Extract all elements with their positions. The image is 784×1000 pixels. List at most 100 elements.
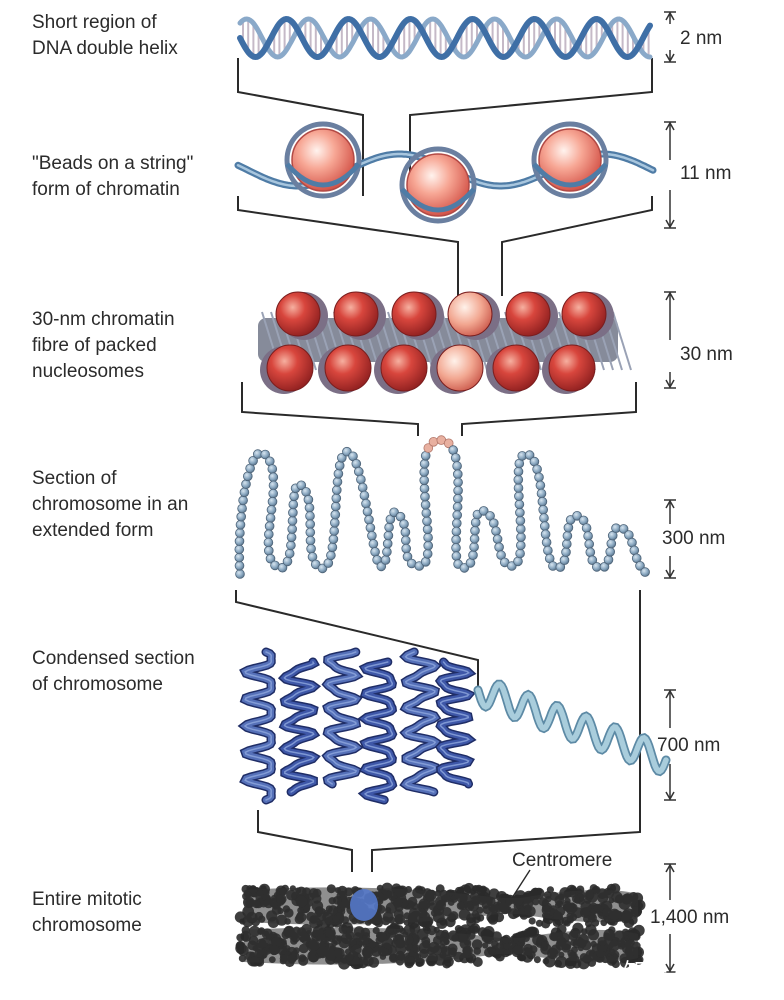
fibre-bead [331, 510, 340, 519]
fibre-bead [383, 539, 392, 548]
fibre-bead [268, 465, 277, 474]
fibre-bead [471, 518, 480, 527]
dna-double-helix [240, 19, 650, 57]
fibre-bead [562, 548, 571, 557]
chromatin-granule [470, 923, 481, 934]
fibre-bead [452, 535, 461, 544]
nucleosome-bead [292, 129, 354, 191]
fibre-bead [453, 470, 462, 479]
fibre-bead [362, 499, 371, 508]
fibre-bead [243, 472, 252, 481]
fibre-bead [333, 478, 342, 487]
fibre-bead [533, 465, 542, 474]
packed-nucleosome [392, 292, 436, 336]
fibre-bead [563, 532, 572, 541]
fibre-bead [544, 546, 553, 555]
fibre-bead [453, 503, 462, 512]
fibre-bead [264, 530, 273, 539]
chromatid-body [244, 887, 638, 924]
fibre-bead [242, 480, 251, 489]
packed-nucleosome [267, 345, 313, 391]
fibre-bead [453, 511, 462, 520]
highlighted-fibre-bead [429, 437, 438, 446]
extended-chromosome-loops [235, 436, 650, 579]
fibre-bead [306, 512, 315, 521]
fibre-bead [452, 544, 461, 553]
fibre-bead [607, 539, 616, 548]
fibre-bead [422, 509, 431, 518]
bracket-dna [238, 58, 652, 70]
packed-nucleosome [549, 345, 595, 391]
fibre-bead [332, 494, 341, 503]
fibre-bead [452, 552, 461, 561]
fibre-bead [287, 533, 296, 542]
watermark-text: 知乎 @小辣鸡 [624, 954, 762, 986]
fibre-bead [306, 528, 315, 537]
fibre-bead [354, 467, 363, 476]
fibre-bead [290, 492, 299, 501]
fibre-bead [304, 495, 313, 504]
chromatin-granule [442, 959, 451, 968]
fibre-bead [539, 505, 548, 514]
fibre-bead [423, 517, 432, 526]
fibre-bead [235, 561, 244, 570]
fibre-bead [237, 512, 246, 521]
fibre-bead [641, 568, 650, 577]
fibre-bead [330, 527, 339, 536]
fibre-bead [239, 496, 248, 505]
fibre-bead [330, 518, 339, 527]
nucleosome-beads-string [238, 124, 653, 221]
chromatid-body [244, 927, 638, 964]
fibre-bead [402, 544, 411, 553]
fibre-bead [560, 556, 569, 565]
fibre-bead [424, 533, 433, 542]
chromatin-granule [529, 917, 536, 924]
fibre-bead [236, 570, 245, 579]
fibre-bead [454, 478, 463, 487]
fibre-bead [471, 526, 480, 535]
fibre-bead [604, 555, 613, 564]
fibre-bead [454, 486, 463, 495]
fibre-bead [423, 525, 432, 534]
fibre-bead [288, 517, 297, 526]
fibre-bead [517, 533, 526, 542]
fibre-bead [365, 515, 374, 524]
fibre-bead [357, 475, 366, 484]
fibre-bead [453, 462, 462, 471]
chromatin-granule [476, 886, 485, 895]
fibre-bead [540, 522, 549, 531]
fibre-bead [289, 500, 298, 509]
fibre-bead [451, 454, 460, 463]
fibre-bead [401, 536, 410, 545]
fibre-bead [400, 520, 409, 529]
fibre-bead [585, 540, 594, 549]
fibre-bead [369, 540, 378, 549]
fibre-bead [421, 557, 430, 566]
fibre-bead [385, 523, 394, 532]
fibre-bead [582, 524, 591, 533]
fibre-bead [562, 540, 571, 549]
fibre-bead [470, 543, 479, 552]
fibre-bead [493, 535, 502, 544]
fibre-bead [469, 551, 478, 560]
fibre-bead [306, 520, 315, 529]
fibre-bead [334, 469, 343, 478]
fibre-bead [305, 503, 314, 512]
fibre-bead [540, 514, 549, 523]
fibre-bead [584, 532, 593, 541]
fibre-bead [287, 541, 296, 550]
packed-nucleosome [562, 292, 606, 336]
fibre-bead [492, 527, 501, 536]
fibre-bead [264, 546, 273, 555]
fibre-bead [586, 548, 595, 557]
packed-nucleosome [506, 292, 550, 336]
mitotic-chromosome [235, 883, 646, 970]
fibre-bead [424, 541, 433, 550]
fibre-bead [515, 500, 524, 509]
fibre-bead [516, 525, 525, 534]
fibre-bead [514, 467, 523, 476]
fibre-bead [288, 525, 297, 534]
fibre-bead [542, 538, 551, 547]
fibre-bead [363, 507, 372, 516]
chromatin-granule [488, 914, 498, 924]
